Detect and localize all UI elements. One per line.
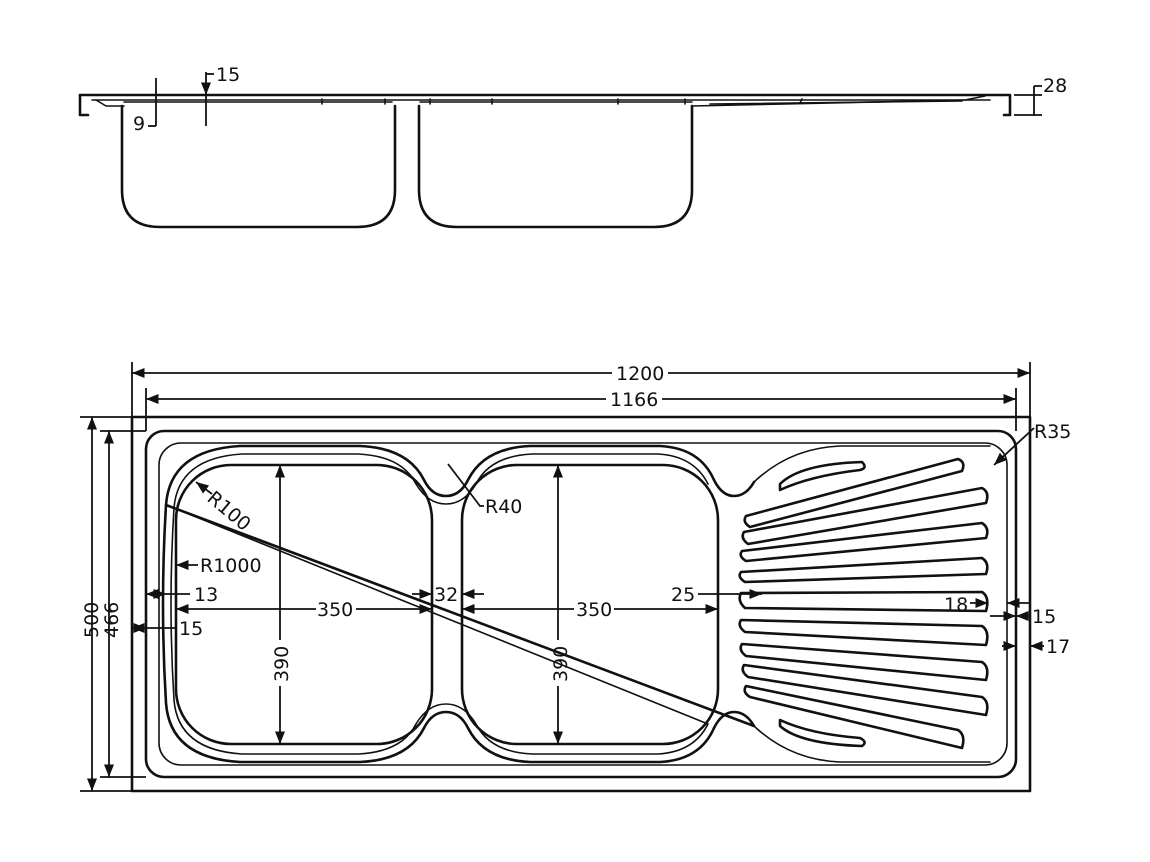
- top-outer-frame: [130, 415, 1032, 793]
- dim-left-gap-13-label: 13: [194, 584, 218, 606]
- bowl-outer-outline: [161, 444, 756, 764]
- drainer-edge-bottom: [753, 725, 991, 763]
- drainer-rib: [778, 460, 866, 492]
- dim-right-gap-17-label: 17: [1046, 636, 1070, 658]
- dim-bowl-width-right-label: 350: [576, 599, 612, 621]
- dim-bowl-depth-left-label: 390: [271, 646, 293, 682]
- dim-bridge-radius-label: R40: [485, 496, 522, 518]
- drainer-rib: [739, 642, 989, 682]
- side-drainer-ribs: [709, 98, 963, 105]
- dim-inner-width-label: 466: [101, 602, 123, 638]
- drainer-rib: [741, 486, 989, 546]
- dim-right-gap-15-label: 15: [1032, 606, 1056, 628]
- dim-r40-leader: [447, 463, 484, 507]
- drainer-rib: [738, 618, 989, 647]
- side-left-lip: [95, 99, 125, 107]
- drainer-ribs: [738, 457, 989, 750]
- dim-left-gap-15-label: 15: [179, 618, 203, 640]
- drainer-rib: [743, 684, 965, 750]
- side-drainer-slope: [691, 95, 986, 107]
- dim-rim-offset-label: 9: [133, 113, 145, 135]
- dim-edge-height-label: 28: [1043, 75, 1067, 97]
- dim-drain-gap-label: 25: [671, 584, 695, 606]
- drainer-rib: [739, 521, 989, 563]
- dim-bowl-gap-label: 32: [434, 584, 458, 606]
- dim-overall-width-label: 500: [81, 602, 103, 638]
- drainer-rib: [738, 556, 989, 584]
- drainer-rib: [743, 457, 965, 529]
- dim-r35-leader: [993, 427, 1035, 466]
- dim-bowl-width-left-label: 350: [317, 599, 353, 621]
- bowl-outer-outline-inner: [170, 453, 709, 755]
- drainer-rib: [778, 718, 866, 748]
- dim-1166-extensions: [145, 388, 1017, 431]
- dim-bowl-side-radius-label: R1000: [200, 555, 262, 577]
- dim-corner-radius-label: R35: [1034, 421, 1071, 443]
- dim-rib-gap-label: 18: [944, 594, 968, 616]
- dim-28-line: [1014, 85, 1042, 116]
- side-left-edge: [78, 93, 90, 117]
- dim-1200-extensions: [131, 362, 1031, 417]
- dim-rim-thickness-label: 15: [216, 64, 240, 86]
- side-rim-ticks: [321, 98, 686, 105]
- drainer-edge-top: [753, 445, 991, 483]
- top-view: 1200 1166 500 466 R35 R100 R1000 R40 13 …: [80, 362, 1071, 793]
- dim-inner-length-label: 1166: [610, 389, 658, 411]
- side-right-edge: [1000, 93, 1012, 117]
- dim-r100-leader: [195, 481, 213, 495]
- drainer-rib: [738, 590, 989, 613]
- side-view: 15 9 28: [78, 64, 1067, 229]
- dim-bowl-depth-right-label: 390: [550, 646, 572, 682]
- side-bowl-left: [120, 104, 397, 229]
- side-bowl-right: [417, 104, 694, 229]
- drainer-rib: [741, 663, 989, 717]
- dim-overall-length-label: 1200: [616, 363, 664, 385]
